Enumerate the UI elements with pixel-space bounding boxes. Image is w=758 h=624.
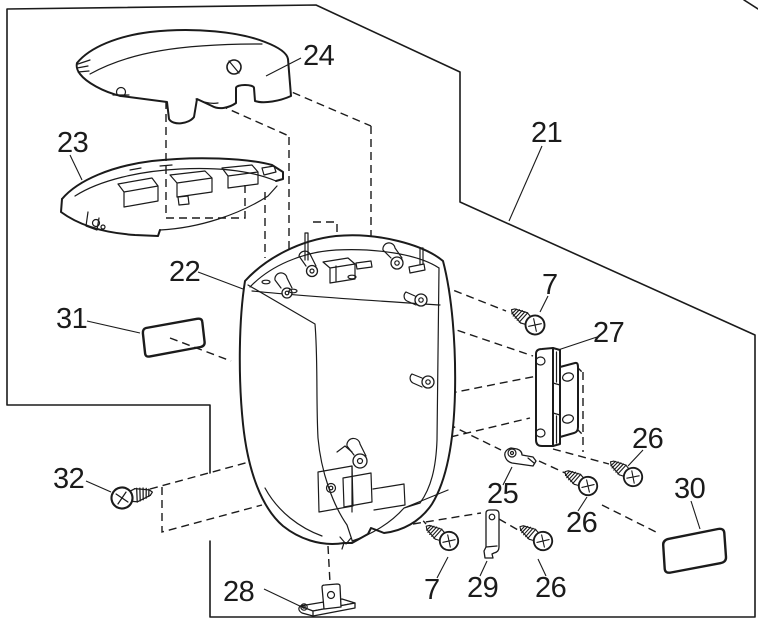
part-label-28: 28 bbox=[223, 576, 254, 608]
boundary-21-outline bbox=[6, 0, 758, 618]
part-30-plate-drawing bbox=[661, 527, 728, 574]
projection-dashed-lines bbox=[149, 71, 659, 584]
deck-boss-3 bbox=[382, 242, 404, 270]
part-23-base-ring-drawing bbox=[60, 157, 284, 237]
cover-screw-hole bbox=[226, 59, 242, 75]
screw-26-b-drawing bbox=[559, 462, 602, 500]
part-label-29: 29 bbox=[467, 572, 498, 604]
part-labels: 24 23 21 22 7 27 26 26 26 25 29 7 28 30 … bbox=[53, 40, 706, 608]
part-label-26-c: 26 bbox=[535, 572, 566, 604]
deck-boss-1 bbox=[298, 250, 319, 278]
wall-boss-upper bbox=[403, 291, 428, 307]
part-label-27: 27 bbox=[593, 317, 624, 349]
boundary-21-line bbox=[6, 4, 756, 618]
part-27-hinge-drawing bbox=[535, 347, 579, 447]
part-label-25: 25 bbox=[487, 478, 518, 510]
corner-tick-line bbox=[743, 0, 758, 10]
interior-mechanism bbox=[317, 437, 406, 513]
part-label-21: 21 bbox=[531, 117, 562, 149]
leader-lines bbox=[69, 57, 701, 609]
part-label-26-a: 26 bbox=[632, 423, 663, 455]
part-label-23: 23 bbox=[57, 127, 88, 159]
part-24-top-cover-drawing bbox=[75, 29, 292, 125]
part-29-strip-drawing bbox=[483, 509, 500, 559]
wall-boss-lower bbox=[409, 373, 435, 389]
part-label-26-b: 26 bbox=[566, 507, 597, 539]
part-28-bracket-drawing bbox=[298, 583, 356, 617]
part-22-housing-drawing bbox=[238, 232, 457, 550]
part-label-24: 24 bbox=[303, 40, 335, 72]
part-label-32: 32 bbox=[53, 463, 84, 495]
cover-tab-hole bbox=[115, 86, 127, 98]
screw-26-a-drawing bbox=[604, 453, 647, 491]
part-25-latch-drawing bbox=[504, 447, 537, 467]
part-label-31: 31 bbox=[56, 303, 87, 335]
part-label-7-upper: 7 bbox=[542, 269, 558, 301]
screw-32-drawing bbox=[108, 480, 156, 512]
part-label-30: 30 bbox=[674, 473, 705, 505]
part-label-22: 22 bbox=[169, 256, 200, 288]
screw-26-c-drawing bbox=[514, 517, 557, 555]
screw-7-lower-drawing bbox=[420, 517, 463, 555]
part-31-plate-drawing bbox=[141, 317, 206, 358]
part-label-7-lower: 7 bbox=[424, 574, 440, 606]
